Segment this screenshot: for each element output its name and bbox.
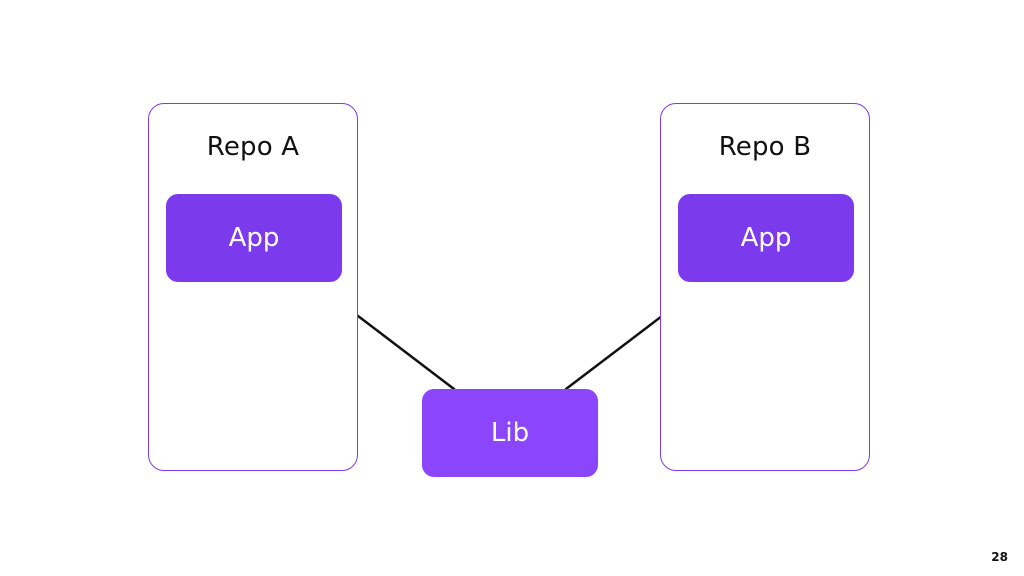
repo-a-container: Repo A App (148, 103, 358, 471)
repo-b-app-node: App (678, 194, 854, 282)
repo-b-title: Repo B (718, 132, 812, 162)
repo-a-app-node: App (166, 194, 342, 282)
lib-node: Lib (422, 389, 598, 477)
repo-b-container: Repo B App (660, 103, 870, 471)
page-number: 28 (991, 550, 1008, 564)
repo-a-title: Repo A (206, 132, 300, 162)
